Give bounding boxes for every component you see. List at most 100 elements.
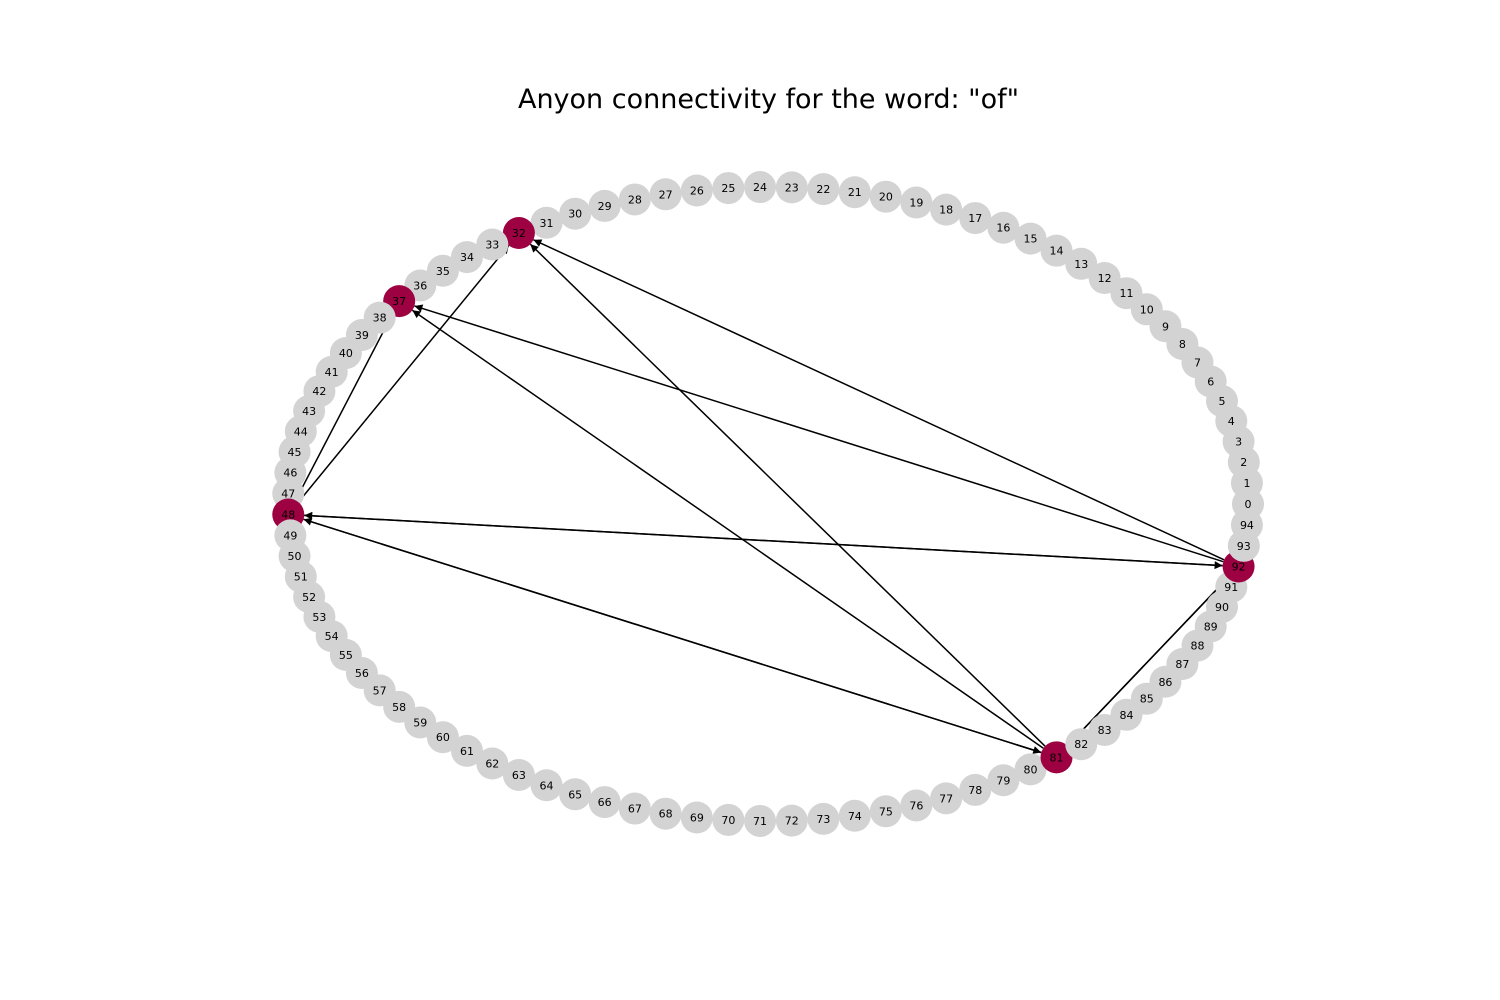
node-label: 43: [302, 405, 316, 418]
node-circle: [649, 178, 682, 211]
node-65: 65: [559, 778, 592, 811]
node-label: 78: [968, 784, 982, 797]
edges-layer: [294, 239, 1229, 754]
node-13: 13: [1065, 247, 1098, 280]
node-circle: [987, 211, 1020, 244]
node-label: 29: [598, 200, 612, 213]
node-60: 60: [426, 721, 459, 754]
node-circle: [1088, 262, 1121, 294]
node-circle: [869, 180, 902, 213]
node-42: 42: [303, 375, 336, 408]
node-circle: [559, 778, 592, 811]
node-25: 25: [712, 172, 745, 205]
node-label: 61: [460, 745, 474, 758]
node-label: 55: [339, 649, 353, 662]
node-71: 71: [744, 804, 777, 837]
node-circle: [959, 773, 992, 806]
node-label: 44: [294, 425, 308, 438]
node-76: 76: [900, 789, 933, 822]
node-label: 57: [373, 684, 387, 697]
node-label: 72: [785, 815, 799, 828]
node-59: 59: [404, 706, 437, 739]
highlighted-node-circle: [502, 217, 535, 250]
edge-81-92: [1067, 577, 1229, 747]
node-circle: [559, 197, 592, 230]
node-circle: [1230, 508, 1263, 541]
node-68: 68: [649, 797, 682, 830]
node-circle: [476, 747, 509, 780]
node-74: 74: [838, 799, 871, 832]
node-circle: [476, 228, 509, 261]
node-label: 94: [1240, 519, 1254, 532]
node-label: 69: [690, 812, 704, 825]
node-label: 54: [325, 630, 339, 643]
node-18: 18: [930, 193, 963, 226]
node-circle: [775, 804, 808, 837]
node-label: 32: [512, 227, 526, 240]
node-12: 12: [1088, 262, 1121, 294]
node-label: 37: [392, 295, 406, 308]
node-circle: [1040, 234, 1073, 267]
node-circle: [618, 183, 651, 216]
node-label: 83: [1098, 724, 1112, 737]
node-label: 76: [909, 799, 923, 812]
node-label: 50: [288, 550, 302, 563]
node-label: 74: [848, 810, 862, 823]
node-circle: [807, 173, 840, 206]
node-circle: [744, 171, 777, 204]
node-label: 92: [1232, 560, 1246, 573]
node-circle: [618, 792, 651, 825]
node-label: 6: [1207, 375, 1214, 388]
node-label: 1: [1243, 477, 1250, 490]
node-label: 87: [1175, 658, 1189, 671]
node-78: 78: [959, 773, 992, 806]
node-label: 30: [568, 208, 582, 221]
node-label: 41: [325, 366, 339, 379]
node-81: 81: [1040, 741, 1073, 774]
node-circle: [1014, 222, 1047, 255]
node-label: 10: [1140, 303, 1154, 316]
node-circle: [959, 202, 992, 235]
edge-48-32: [297, 244, 510, 503]
node-circle: [450, 734, 483, 767]
node-circle: [426, 254, 459, 287]
edge-92-32: [533, 239, 1225, 561]
node-label: 27: [659, 188, 673, 201]
node-label: 26: [690, 185, 704, 198]
node-label: 77: [939, 792, 953, 805]
node-label: 9: [1162, 320, 1169, 333]
node-label: 46: [283, 467, 297, 480]
node-62: 62: [476, 747, 509, 780]
node-label: 22: [816, 183, 830, 196]
node-17: 17: [959, 202, 992, 235]
node-circle: [1014, 753, 1047, 786]
node-31: 31: [530, 206, 563, 239]
node-72: 72: [775, 804, 808, 837]
node-circle: [930, 782, 963, 815]
node-label: 75: [879, 805, 893, 818]
node-label: 35: [436, 265, 450, 278]
node-label: 79: [996, 774, 1010, 787]
node-label: 42: [312, 385, 326, 398]
node-label: 49: [283, 529, 297, 542]
node-label: 64: [540, 779, 554, 792]
node-circle: [987, 764, 1020, 797]
node-21: 21: [838, 176, 871, 209]
node-73: 73: [807, 802, 840, 835]
node-label: 80: [1024, 763, 1038, 776]
node-circle: [838, 176, 871, 209]
node-label: 36: [413, 279, 427, 292]
node-circle: [680, 801, 713, 834]
node-26: 26: [680, 174, 713, 207]
node-33: 33: [476, 228, 509, 261]
node-label: 52: [302, 591, 316, 604]
highlighted-node-circle: [1040, 741, 1073, 774]
node-label: 25: [721, 182, 735, 195]
node-circle: [588, 786, 621, 819]
node-label: 34: [460, 251, 474, 264]
node-label: 56: [355, 667, 369, 680]
node-label: 15: [1024, 233, 1038, 246]
node-label: 63: [512, 769, 526, 782]
node-label: 7: [1194, 356, 1201, 369]
node-80: 80: [1014, 753, 1047, 786]
